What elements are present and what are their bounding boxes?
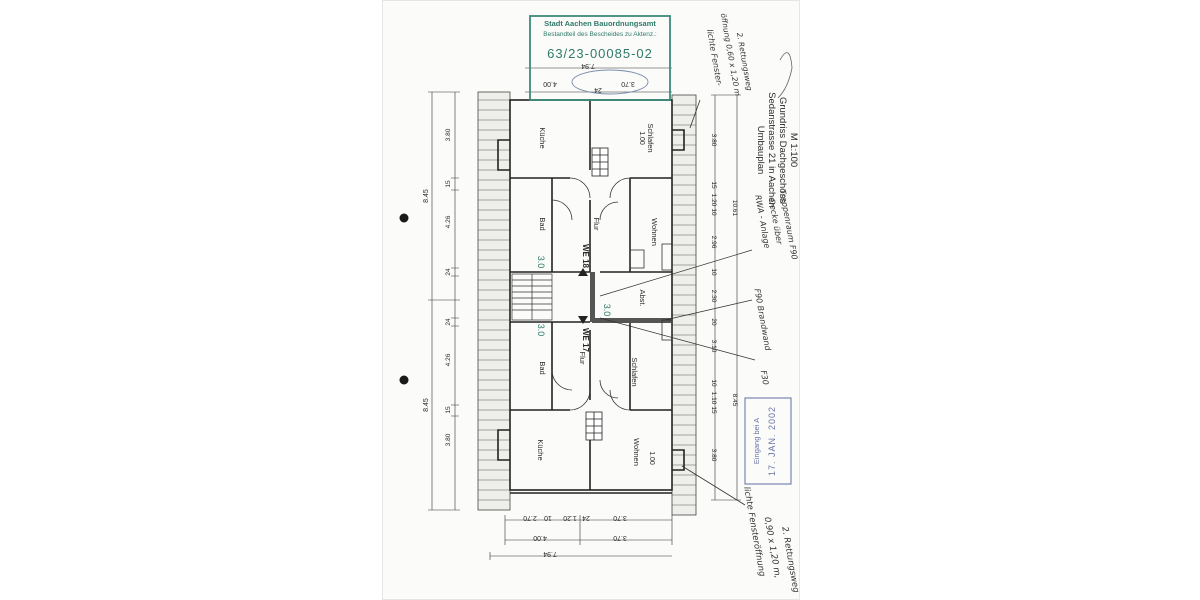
room-kueche-we18: Küche: [538, 127, 547, 148]
note-bottom-3: 2. Rettungsweg: [779, 526, 801, 594]
dim-left-outer-1: 8.45: [423, 398, 430, 412]
dims-right: 3.80151.20102.96102.30203.10101.10153.80…: [710, 134, 738, 462]
fire-wall-vertical: [590, 272, 595, 322]
dim-left-inner-6: 15: [445, 406, 452, 414]
room-bad-we18: Bad: [538, 217, 547, 230]
dims-left-outer: 8.45 8.45: [423, 189, 430, 412]
dim-left-inner-3: 24: [445, 268, 452, 276]
room-wohnen-we17: Wohnen: [632, 438, 641, 466]
dim-top-24: 24: [594, 86, 602, 93]
dim-right-10: 1.10: [710, 392, 717, 405]
dim-bottom-r1-0: 2.70: [523, 514, 537, 521]
dormer-windows: [629, 243, 673, 341]
dim-bottom-r2-1: 3.70: [613, 534, 627, 541]
room-schlafen-we17: Schlafen: [630, 357, 639, 386]
stamp-top-line1: Stadt Aachen Bauordnungsamt: [544, 19, 656, 28]
marker-abst: 3.0: [602, 304, 612, 317]
roof-hatch-right: [671, 94, 697, 516]
note-f30: F30: [599, 317, 770, 386]
note-bottom-1: lichte Fensteröffnung: [741, 486, 767, 578]
dim-right-8: 3.10: [710, 340, 717, 353]
room-bad-we17: Bad: [538, 361, 547, 374]
dim-bottom-r1-4: 3.70: [613, 514, 627, 521]
title-block: Umbauplan Sedanstrasse 21 in Aachen Grun…: [755, 92, 799, 208]
dim-top-400: 4.00: [543, 80, 557, 87]
dim-left-inner-4: 24: [445, 318, 452, 326]
dim-left-inner-2: 4.26: [445, 215, 452, 228]
stamp-top-file-no: 63/23-00085-02: [547, 46, 653, 61]
dim-right-1: 15: [710, 181, 717, 189]
window-dim-bottom: 1.00: [648, 451, 655, 465]
title-line1: Umbauplan: [755, 126, 766, 175]
title-line2: Sedanstrasse 21 in Aachen: [766, 92, 777, 208]
fire-wall: [592, 318, 672, 323]
dim-bottom-r2-0: 4.00: [533, 534, 547, 541]
punch-hole-top: [399, 213, 409, 223]
note-bottom: lichte Fensteröffnung 0,90 x 1,20 m, 2. …: [681, 465, 801, 594]
marker-we18-bad: 3.0: [536, 256, 546, 269]
punch-hole-bottom: [399, 375, 409, 385]
dimension-lines-left: [428, 91, 460, 511]
chimneys: [585, 147, 609, 441]
title-line4: M 1:100: [788, 133, 799, 167]
dim-right-11: 15: [710, 406, 717, 414]
dim-right-0: 3.80: [710, 134, 717, 147]
dim-right-13: 10.61: [731, 200, 738, 217]
stamp-building-authority: Stadt Aachen Bauordnungsamt Bestandteil …: [529, 15, 671, 101]
dims-bottom: 2.70 10 1.20 24 3.70 4.00 3.70 7.94: [523, 514, 627, 557]
stamp-received: Eingang bei A 17. JAN. 2002: [744, 397, 792, 485]
stamp-side-line2: 17. JAN. 2002: [767, 406, 777, 476]
dim-right-12: 3.80: [710, 449, 717, 462]
door-swings: [551, 177, 631, 411]
marker-we17-bad: 3.0: [536, 324, 546, 337]
room-abst: Abst.: [638, 289, 647, 306]
window-dim-top: 1.00: [638, 131, 645, 145]
dim-left-inner-1: 15: [445, 180, 452, 188]
dimension-lines-right: [711, 94, 741, 501]
room-flur-we17: Flur: [578, 352, 587, 365]
dim-top-370: 3.70: [621, 80, 635, 87]
room-wohnen-we18: Wohnen: [650, 218, 659, 246]
room-kueche-we17: Küche: [536, 439, 545, 460]
dim-right-14: 8.45: [731, 394, 738, 407]
dim-right-9: 10: [710, 379, 717, 387]
roof-hatch-left: [477, 91, 511, 511]
note-f90-wall-text: F90 Brandwand: [753, 288, 773, 352]
dim-right-5: 10: [710, 268, 717, 276]
dim-right-7: 20: [710, 318, 717, 326]
title-line3: Grundriss Dachgeschoss: [777, 97, 788, 203]
unit-we18: WE 18: [581, 244, 590, 269]
dimension-lines-top: [525, 67, 672, 93]
dims-left-inner: 3.80 15 4.26 24 24 4.26 15 3.80: [445, 128, 452, 446]
staircase: [511, 273, 553, 321]
dim-right-2: 1.20: [710, 194, 717, 207]
dim-left-inner-5: 4.26: [445, 353, 452, 366]
room-flur-we18: Flur: [592, 218, 601, 231]
unit-we17-arrow: [578, 316, 588, 324]
stamp-top-line2: Bestandteil des Bescheides zu Aktenz.:: [543, 31, 657, 38]
dim-bottom-r1-3: 24: [582, 514, 590, 521]
dim-right-6: 2.30: [710, 290, 717, 303]
note-top-right-1: lichte Fenster-: [705, 29, 724, 87]
dim-left-inner-0: 3.80: [445, 128, 452, 141]
dim-bottom-r1-2: 1.20: [563, 514, 577, 521]
dim-bottom-r3-0: 7.94: [543, 550, 557, 557]
unit-we17: WE 17: [581, 328, 590, 353]
unit-we18-arrow: [578, 268, 588, 276]
dim-left-outer-0: 8.45: [423, 189, 430, 203]
dim-left-inner-7: 3.80: [445, 433, 452, 446]
dim-right-3: 10: [710, 208, 717, 216]
stamp-side-line1: Eingang bei A: [752, 418, 761, 464]
room-schlafen-we18: Schlafen: [646, 123, 655, 152]
note-f30-text: F30: [759, 370, 770, 386]
dim-right-4: 2.96: [710, 236, 717, 249]
dimension-lines-bottom: [489, 515, 673, 560]
dim-bottom-r1-1: 10: [544, 514, 552, 521]
dim-top-total: 7.94: [581, 62, 595, 69]
